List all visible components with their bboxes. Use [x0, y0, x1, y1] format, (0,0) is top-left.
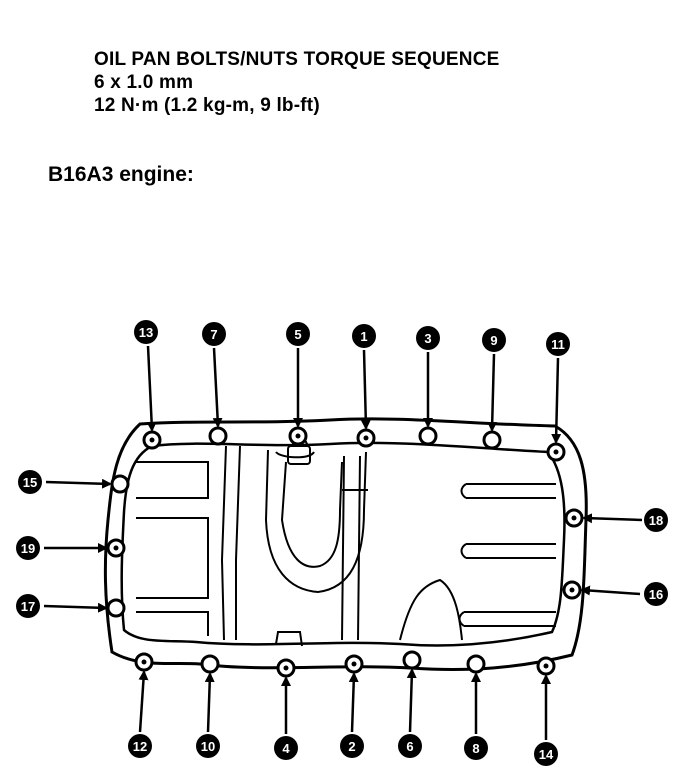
svg-text:11: 11	[551, 337, 565, 352]
badge-8: 8	[464, 736, 488, 760]
bolt-17	[106, 598, 126, 618]
badge-14: 14	[534, 742, 558, 766]
bolt-8	[466, 654, 486, 674]
badge-3: 3	[416, 326, 440, 350]
center-ribs	[341, 455, 368, 641]
svg-text:3: 3	[424, 331, 431, 346]
badge-13: 13	[134, 320, 158, 344]
badge-6: 6	[398, 734, 422, 758]
bolt-10	[200, 654, 220, 674]
badge-12: 12	[128, 734, 152, 758]
svg-text:9: 9	[490, 333, 497, 348]
badge-4: 4	[274, 736, 298, 760]
svg-text:2: 2	[348, 739, 355, 754]
svg-text:18: 18	[649, 513, 663, 528]
badge-2: 2	[340, 734, 364, 758]
svg-text:10: 10	[201, 739, 215, 754]
bolt-9	[482, 430, 502, 450]
bolt-15	[110, 474, 130, 494]
badge-11: 11	[546, 332, 570, 356]
svg-text:17: 17	[21, 599, 35, 614]
sequence-arrows	[43, 345, 643, 740]
sump-bowl	[264, 449, 367, 594]
bolt-centers	[113, 433, 577, 671]
badge-5: 5	[286, 322, 310, 346]
svg-text:7: 7	[210, 327, 217, 342]
svg-text:1: 1	[360, 329, 367, 344]
svg-text:6: 6	[406, 739, 413, 754]
svg-text:5: 5	[294, 327, 301, 342]
bottom-notch	[275, 631, 303, 647]
right-ribs	[399, 483, 556, 641]
engine-label: B16A3 engine:	[48, 163, 194, 186]
svg-text:8: 8	[472, 741, 479, 756]
svg-text:13: 13	[139, 325, 153, 340]
badge-10: 10	[196, 734, 220, 758]
svg-text:4: 4	[282, 741, 290, 756]
left-ribs	[136, 445, 241, 641]
svg-text:15: 15	[23, 475, 37, 490]
bolt-6	[402, 650, 422, 670]
badge-16: 16	[644, 582, 668, 606]
bolt-3	[418, 426, 438, 446]
badge-18: 18	[644, 508, 668, 532]
torque-sequence-heading: OIL PAN BOLTS/NUTS TORQUE SEQUENCE 6 x 1…	[94, 48, 500, 117]
svg-text:16: 16	[649, 587, 663, 602]
badge-7: 7	[202, 322, 226, 346]
heading-title: OIL PAN BOLTS/NUTS TORQUE SEQUENCE	[94, 49, 500, 70]
bolt-7	[208, 426, 228, 446]
badge-15: 15	[18, 470, 42, 494]
svg-text:12: 12	[133, 739, 147, 754]
sequence-badges: 1 2 3 4 5 6 7 8 9 10 11 12 13 14 15	[16, 320, 668, 766]
badge-9: 9	[482, 328, 506, 352]
svg-text:19: 19	[21, 541, 35, 556]
badge-19: 19	[16, 536, 40, 560]
badge-17: 17	[16, 594, 40, 618]
badge-1: 1	[352, 324, 376, 348]
heading-bolt-size: 6 x 1.0 mm	[94, 72, 194, 93]
svg-text:14: 14	[539, 747, 554, 762]
heading-torque-spec: 12 N·m (1.2 kg-m, 9 lb-ft)	[94, 95, 320, 116]
